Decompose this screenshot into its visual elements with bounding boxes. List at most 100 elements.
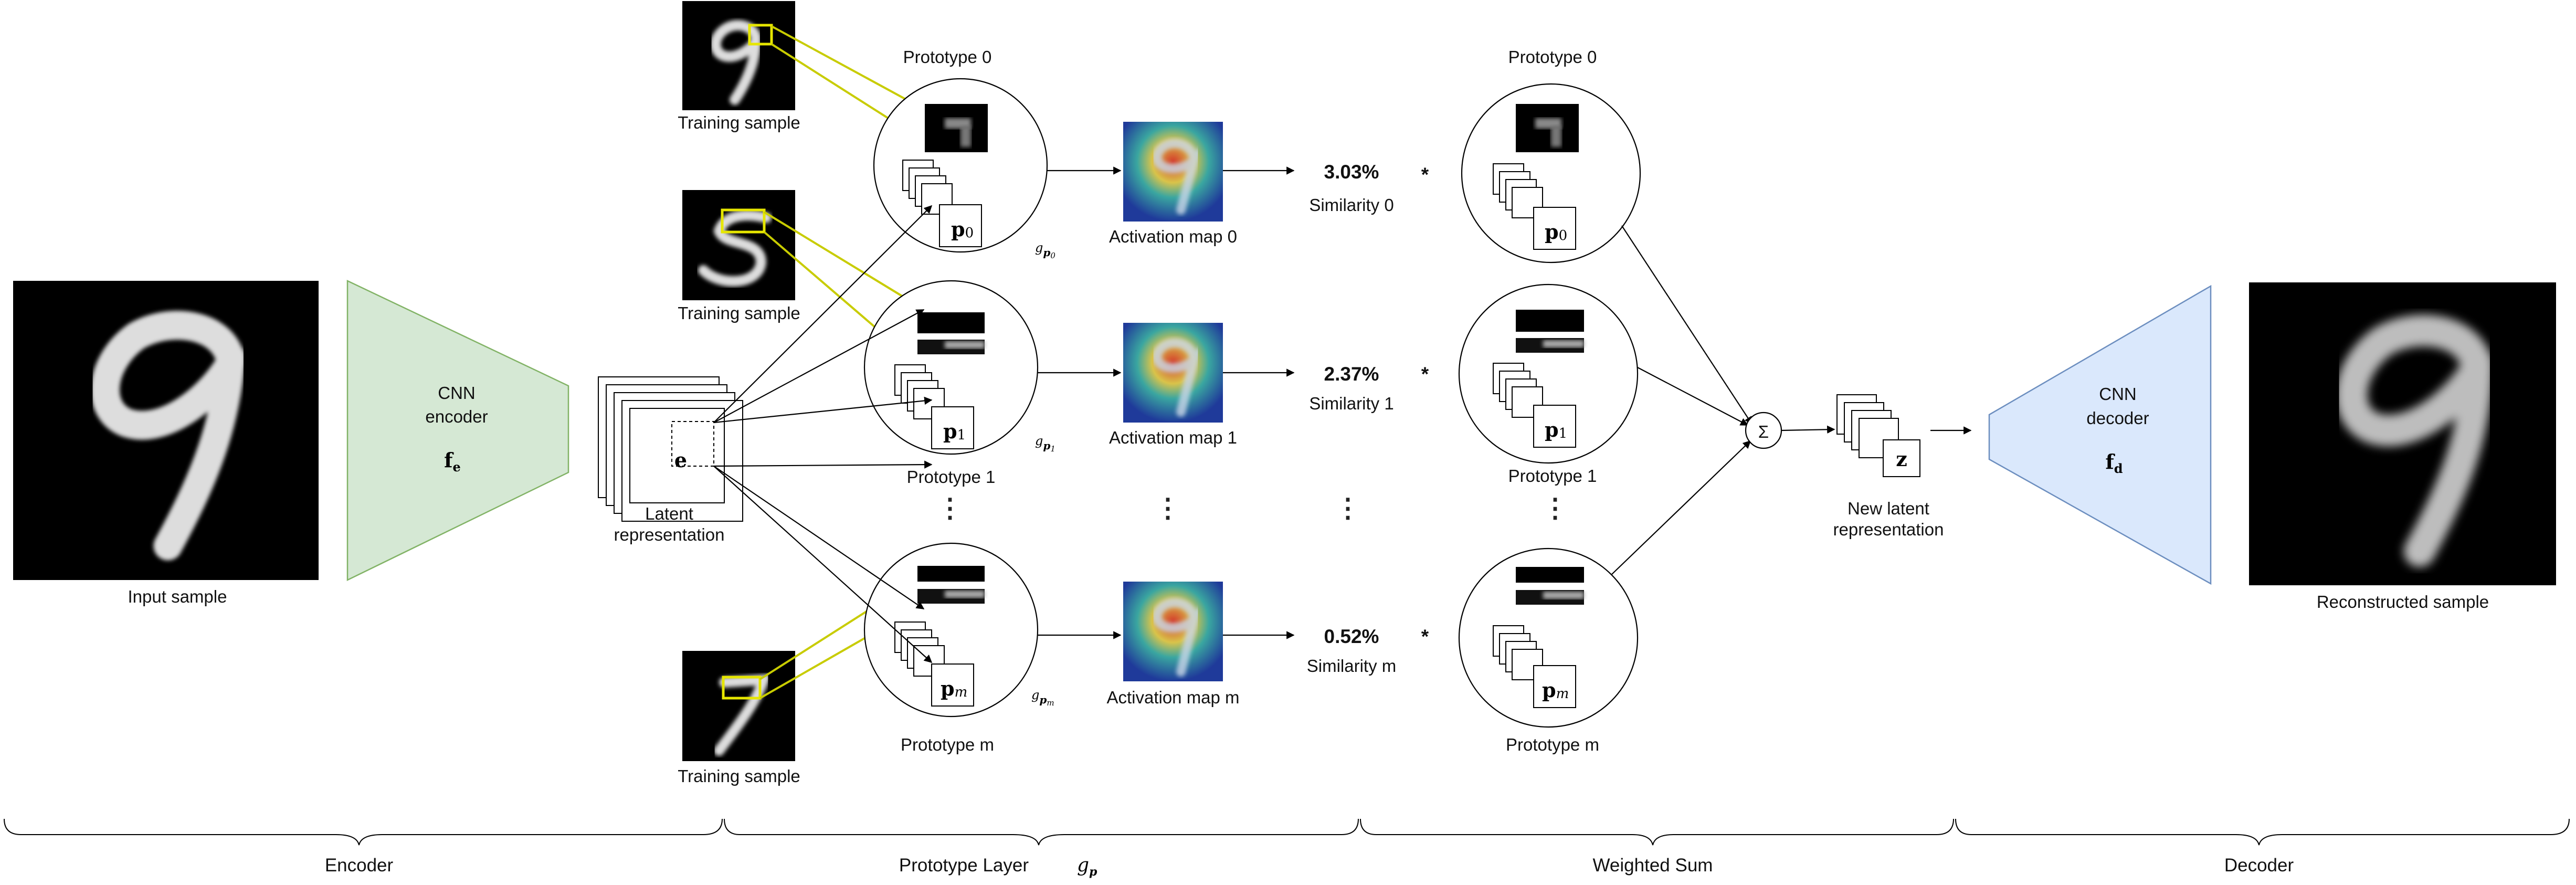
wsm-vector: p: [1542, 678, 1556, 702]
ws-prototype-1: p1 Prototype 1: [1458, 283, 1639, 486]
encoder-trapezoid: [346, 280, 569, 581]
brace-decoder: [1955, 818, 2570, 846]
input-sample-label: Input sample: [128, 587, 227, 606]
sum-symbol: Σ: [1758, 422, 1769, 441]
similarity-m: 0.52% Similarity m *: [1307, 626, 1429, 676]
multiply-m: *: [1421, 626, 1429, 647]
encoder-symbol: f: [444, 448, 454, 472]
similarity-0-value: 3.03%: [1324, 161, 1379, 183]
ws-prototype-0: Prototype 0 p0: [1461, 47, 1641, 264]
section-prototype-layer-math-sub: p: [1089, 865, 1097, 879]
training-sample-0-label: Training sample: [678, 113, 800, 132]
brace-prototype-layer: [724, 818, 1359, 846]
section-prototype-layer-label: Prototype Layer: [899, 855, 1029, 876]
proto1-vec-sub: 1: [957, 427, 966, 443]
protom-g-sub: p: [1039, 693, 1047, 706]
ws-prototype-0-title: Prototype 0: [1508, 47, 1597, 67]
svg-text:gp: gp: [1077, 855, 1097, 879]
prototype-m-node: pm gpm Prototype m: [863, 542, 1054, 754]
ws0-vec-sub: 0: [1559, 228, 1568, 244]
similarity-1: 2.37% Similarity 1 *: [1309, 363, 1429, 413]
reconstructed-sample: Reconstructed sample: [2249, 282, 2556, 612]
svg-text:gp0: gp0: [1035, 240, 1055, 260]
svg-text:p1: p1: [1545, 418, 1567, 441]
similarity-1-label: Similarity 1: [1309, 394, 1393, 413]
prototype-1-node: p1 gp1 Prototype 1: [863, 280, 1055, 487]
proto0-vec-sub: 0: [965, 225, 974, 241]
activation-map-m-label: Activation map m: [1106, 688, 1239, 707]
reconstructed-sample-label: Reconstructed sample: [2317, 592, 2489, 612]
latent-patch: [671, 421, 714, 467]
proto1-g-sub: p: [1043, 439, 1050, 452]
training-sample-1-label: Training sample: [678, 303, 800, 323]
similarity-m-value: 0.52%: [1324, 626, 1379, 647]
training-sample-2: Training sample: [678, 651, 800, 786]
svg-text:p0: p0: [1545, 220, 1567, 244]
decoder-symbol: f: [2105, 450, 2115, 473]
input-sample: Input sample: [13, 281, 319, 606]
ws0-vector: p: [1545, 220, 1559, 244]
section-encoder-label: Encoder: [325, 855, 394, 876]
protom-vector: p: [941, 677, 955, 700]
new-latent-representation: z New latent representation: [1833, 394, 1972, 539]
proto1-g-sub2: 1: [1050, 444, 1055, 454]
latent-label-line1: Latent: [645, 504, 693, 523]
ws-prototype-m-title: Prototype m: [1506, 735, 1599, 754]
proto0-vector: p: [951, 217, 965, 241]
latent-symbol: e: [674, 448, 687, 472]
encoder-line1: CNN: [438, 383, 476, 403]
ellipsis-3: ⋮: [1335, 493, 1361, 523]
ws1-vec-sub: 1: [1559, 426, 1568, 441]
prototype-0-node: Prototype 0 p0 gp0: [873, 47, 1055, 260]
svg-text:pm: pm: [941, 677, 967, 700]
ellipsis-1: ⋮: [937, 493, 963, 523]
proto0-g-sub: p: [1043, 246, 1050, 259]
ellipsis-row: ⋮ ⋮ ⋮ ⋮: [937, 493, 1568, 523]
new-latent-label-line1: New latent: [1847, 499, 1929, 518]
svg-text:fd: fd: [2105, 450, 2123, 476]
svg-text:p0: p0: [951, 217, 974, 241]
ws-prototype-1-title: Prototype 1: [1508, 466, 1597, 486]
svg-text:gpm: gpm: [1031, 688, 1054, 708]
decoder-line1: CNN: [2099, 384, 2137, 404]
brace-weighted-sum: [1360, 818, 1954, 846]
new-latent-symbol: z: [1896, 447, 1907, 471]
brace-encoder: [4, 818, 723, 846]
encoder-block: CNN encoder fe: [346, 280, 569, 581]
decoder-block: CNN decoder fd: [1988, 285, 2212, 585]
proto0-g: g: [1035, 240, 1043, 255]
activation-map-1: Activation map 1: [1038, 323, 1295, 447]
decoder-subscript: d: [2114, 461, 2123, 476]
svg-text:p1: p1: [943, 419, 966, 443]
prototype-1-title: Prototype 1: [907, 467, 996, 487]
svg-text:pm: pm: [1542, 678, 1569, 702]
ws-prototype-m: pm Prototype m: [1458, 547, 1639, 754]
section-braces: Encoder Prototype Layer gp Weighted Sum …: [4, 818, 2570, 879]
activation-map-0: Activation map 0: [1047, 122, 1295, 246]
protom-vec-sub: m: [955, 684, 968, 700]
similarity-m-label: Similarity m: [1307, 656, 1397, 676]
decoder-line2: decoder: [2086, 408, 2149, 428]
similarity-0-label: Similarity 0: [1309, 195, 1393, 215]
similarity-1-value: 2.37%: [1324, 363, 1379, 385]
wsm-vec-sub: m: [1556, 686, 1569, 702]
prototype-m-title: Prototype m: [901, 735, 994, 754]
training-sample-1: Training sample: [678, 190, 800, 323]
proto0-g-sub2: 0: [1050, 251, 1055, 260]
section-weighted-sum-label: Weighted Sum: [1593, 855, 1713, 876]
protom-g: g: [1031, 688, 1039, 702]
latent-representation: e Latent representation: [598, 376, 743, 544]
multiply-1: *: [1421, 363, 1429, 385]
new-latent-label-line2: representation: [1833, 520, 1944, 539]
ws1-vector: p: [1545, 418, 1559, 441]
sum-node: Σ: [1611, 225, 1835, 575]
multiply-0: *: [1421, 164, 1429, 185]
section-decoder-label: Decoder: [2224, 855, 2294, 876]
ellipsis-4: ⋮: [1542, 493, 1568, 523]
protom-g-sub2: m: [1047, 698, 1054, 708]
svg-text:fe: fe: [444, 448, 461, 475]
latent-to-prototype-arrows: [713, 205, 933, 663]
proto1-g: g: [1035, 434, 1043, 448]
training-sample-2-label: Training sample: [678, 766, 800, 786]
